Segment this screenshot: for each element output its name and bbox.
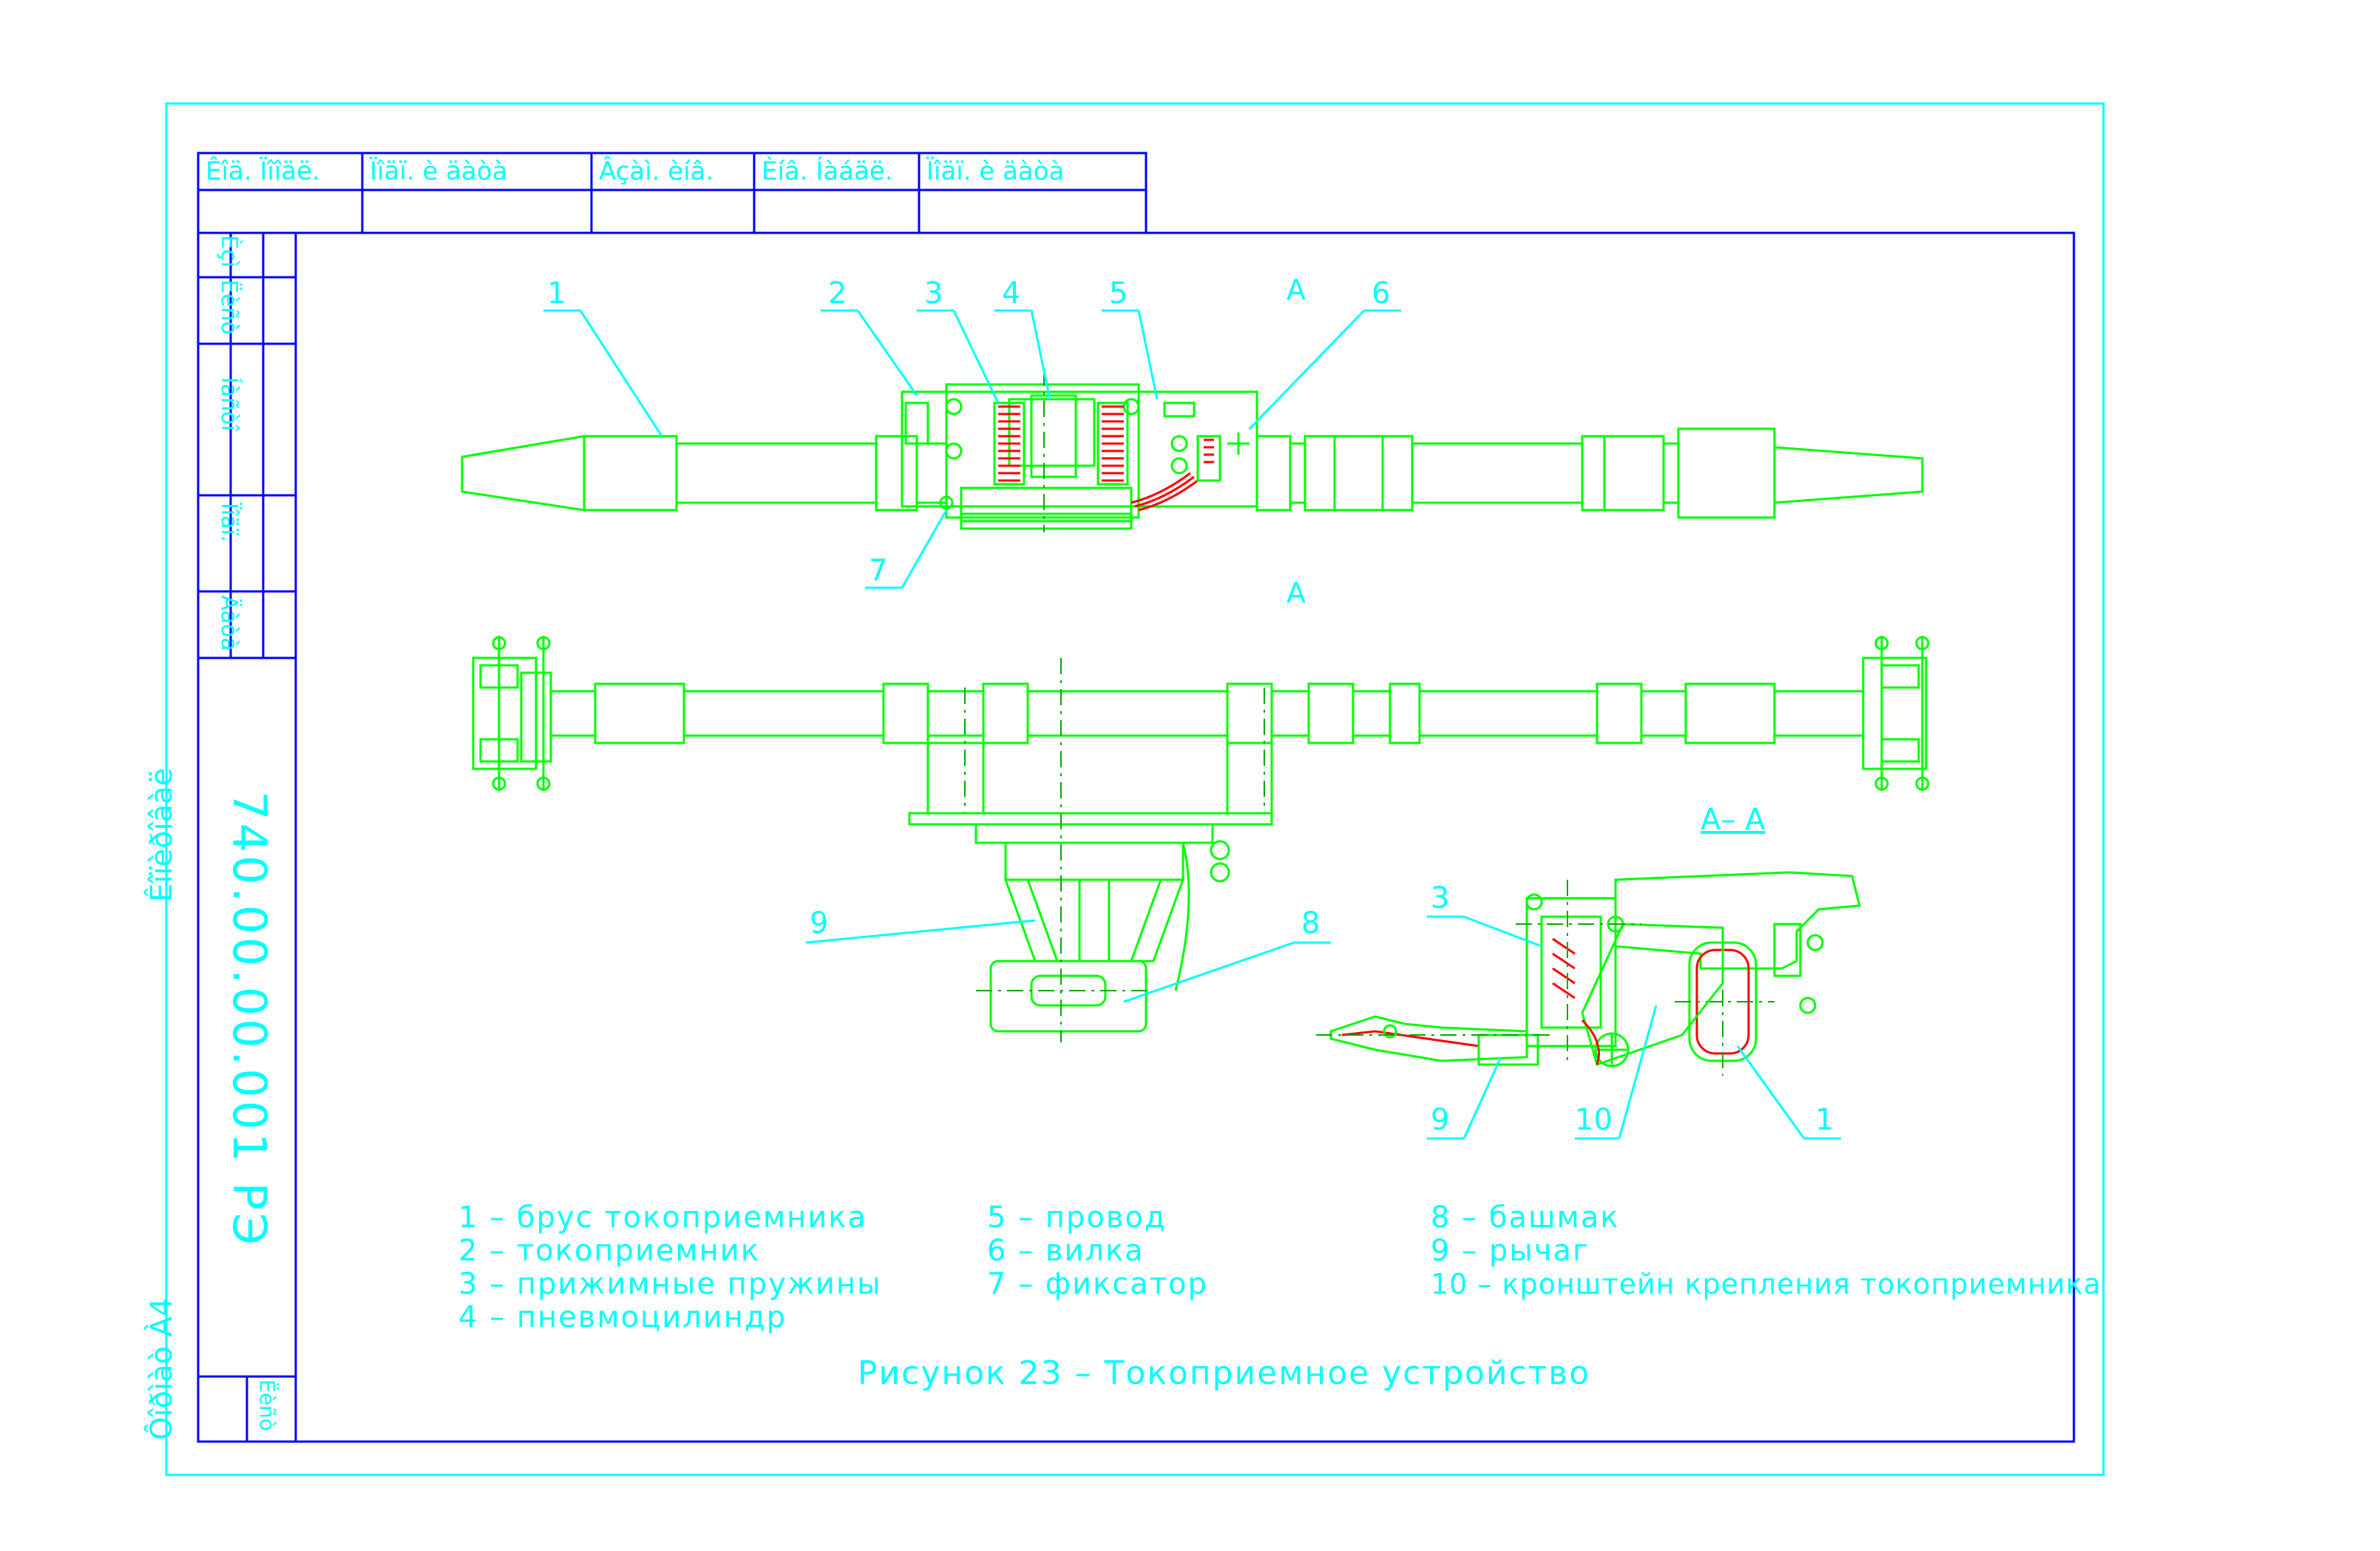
fork: [1196, 432, 1250, 482]
pressure-spring-right: [1096, 401, 1129, 486]
callout-3-top: 3: [924, 276, 943, 310]
section-title: А– А: [1701, 803, 1766, 837]
callout-9-front: 9: [810, 906, 828, 940]
document-code: 740.00.00.001 РЭ: [223, 791, 277, 1248]
copied-label: Êîïèðîâàë: [143, 768, 179, 902]
section-letter-bottom: A: [1286, 577, 1306, 609]
legend-item-5: 5 – провод: [987, 1201, 1167, 1235]
top-title-block: Êîä. Ïîîäë. Ïîäï. è äàòà Âçàì. èíâ. Èíâ.…: [197, 152, 1147, 234]
section-view: А– А: [1316, 803, 1861, 1076]
left-title-strip: Èçì Ëèñò Íàñòî Ïîäï. Äàòà: [197, 231, 297, 1442]
front-view: [472, 636, 1930, 1042]
shoe: [989, 960, 1147, 1033]
top-cell-2: Ïîäï. è äàòà: [370, 157, 507, 186]
top-cell-1: Êîä. Ïîîäë.: [206, 156, 320, 186]
bar-section: [1675, 928, 1774, 1076]
callout-2: 2: [828, 276, 847, 310]
mount-bracket: [1581, 923, 1724, 1068]
callout-1-top: 1: [547, 276, 566, 310]
callout-5: 5: [1109, 276, 1128, 310]
collector-assembly: [901, 370, 1258, 532]
wire: [1130, 472, 1199, 512]
callout-10: 10: [1575, 1103, 1613, 1137]
legend-item-6: 6 – вилка: [987, 1234, 1145, 1268]
legend-item-4: 4 – пневмоцилиндр: [458, 1300, 787, 1334]
inner-frame: [294, 231, 2075, 1443]
strip-cell-3: Íàñòî: [216, 377, 243, 432]
legend-item-3: 3 – прижимные пружины: [458, 1267, 882, 1301]
section-mark-bottom: A: [1255, 540, 1306, 609]
legend: 1 – брус токоприемника 2 – токоприемник …: [458, 1201, 2101, 1334]
callout-4: 4: [1002, 276, 1020, 310]
sheet-box: Ëèñò: [197, 1375, 297, 1443]
strip-cell-2: Ëèñò: [216, 279, 243, 335]
strip-cell-5: Äàòà: [216, 595, 243, 651]
legend-item-1: 1 – брус токоприемника: [458, 1201, 867, 1235]
callout-7: 7: [869, 554, 887, 588]
section-letter-top: A: [1286, 274, 1306, 306]
callout-8: 8: [1301, 906, 1320, 940]
legend-item-10: 10 – кронштейн крепления токоприемника: [1431, 1268, 2101, 1300]
callout-9-section: 9: [1431, 1103, 1449, 1137]
callouts: 1 2 3 4 5 6 7 9 8 3: [543, 276, 1841, 1140]
format-label: Ôîðìàò À4: [143, 1297, 179, 1440]
top-cell-4: Èíâ. Íàáäë.: [762, 156, 893, 186]
outer-frame: [165, 102, 2105, 1476]
strip-cell-1: Èçì: [216, 235, 243, 268]
legend-item-9: 9 – рычаг: [1431, 1234, 1590, 1268]
lever: [1003, 842, 1190, 991]
section-mark-top: A: [1255, 274, 1306, 340]
top-cell-3: Âçàì. èíâ.: [599, 156, 713, 186]
legend-item-7: 7 – фиксатор: [987, 1267, 1208, 1301]
pressure-spring-left: [993, 401, 1025, 486]
callout-3-section: 3: [1431, 881, 1449, 915]
top-view: A A: [461, 274, 1924, 609]
callout-6: 6: [1372, 276, 1390, 310]
callout-1-section: 1: [1815, 1103, 1834, 1137]
legend-item-8: 8 – башмак: [1431, 1201, 1620, 1235]
strip-cell-4: Ïîäï.: [216, 503, 243, 542]
top-cell-5: Ïîäï. è äàòà: [926, 157, 1064, 186]
legend-item-2: 2 – токоприемник: [458, 1234, 760, 1268]
figure-caption: Рисунок 23 – Токоприемное устройство: [858, 1354, 1590, 1392]
sheet-label: Ëèñò: [255, 1379, 279, 1431]
